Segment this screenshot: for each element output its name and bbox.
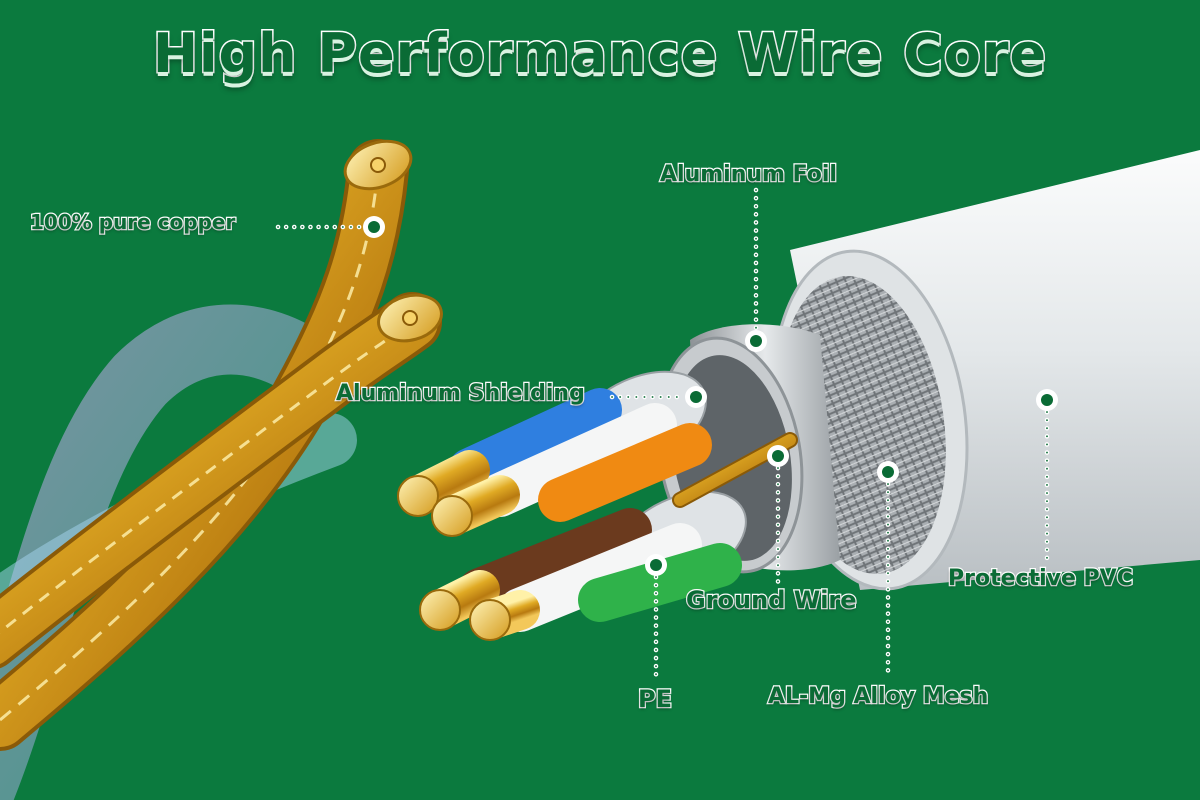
label-ground-wire: Ground Wire: [685, 585, 858, 616]
ring-dot-icon: [767, 445, 789, 467]
page-title: High Performance Wire Core: [151, 21, 1048, 87]
ring-dot-icon: [685, 386, 707, 408]
label-pe: PE: [637, 684, 673, 715]
label-aluminum-foil: Aluminum Foil: [659, 161, 838, 189]
ring-dot-icon: [877, 461, 899, 483]
label-pure-copper: 100% pure copper: [29, 209, 237, 236]
callout-lines: [275, 187, 1050, 683]
ring-dot-icon: [745, 330, 767, 352]
label-al-mg-alloy-mesh: AL-Mg Alloy Mesh: [767, 683, 990, 711]
shielded-cable: [397, 150, 1200, 641]
ring-dot-icon: [645, 554, 667, 576]
ring-dot-icon: [1036, 389, 1058, 411]
twisted-copper-pair: [0, 139, 443, 800]
label-aluminum-shielding: Aluminum Shielding: [335, 380, 586, 408]
ring-dot-icon: [363, 216, 385, 238]
callout-markers: [363, 216, 1058, 576]
label-protective-pvc: Protective PVC: [947, 565, 1134, 593]
